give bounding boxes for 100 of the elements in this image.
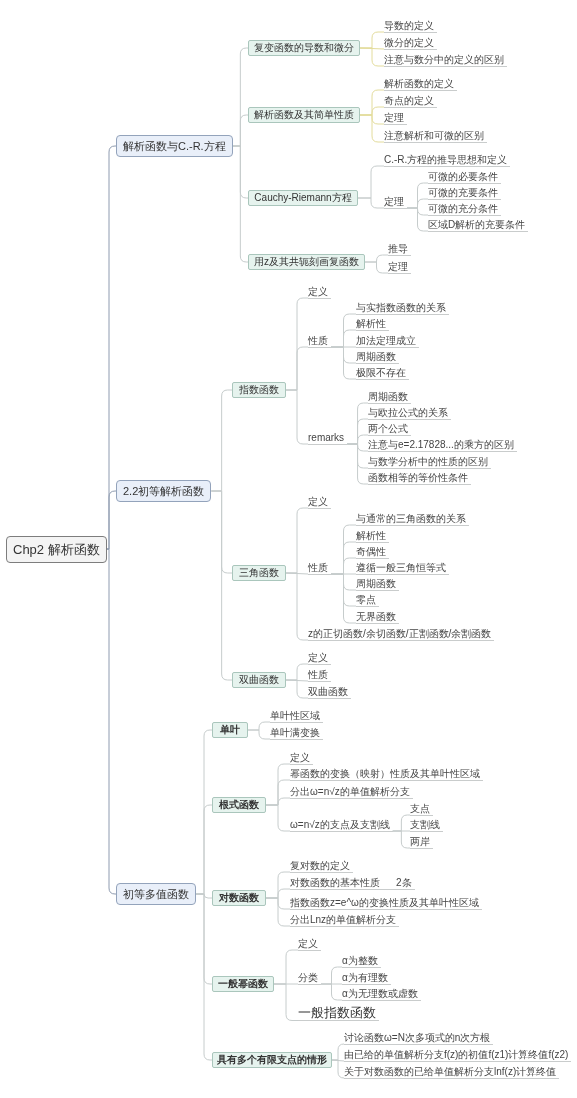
- underlined-topic: α为无理数或虚数: [342, 987, 421, 1001]
- branch-line: [392, 830, 411, 849]
- underlined-topic: 定理: [384, 111, 407, 125]
- underlined-topic: 极限不存在: [356, 366, 409, 380]
- subtopic-box: 双曲函数: [232, 672, 286, 688]
- underlined-topic: 与实指数函数的关系: [356, 301, 449, 315]
- underlined-topic: 支点: [410, 802, 433, 816]
- branch-line: [346, 443, 369, 485]
- subtopic-box: 复变函数的导数和微分: [248, 40, 360, 56]
- branch-line: [330, 346, 357, 380]
- underlined-topic: 函数相等的等价性条件: [368, 471, 471, 485]
- subtopic-box: 根式函数: [212, 797, 266, 813]
- underlined-topic: remarks: [308, 431, 348, 445]
- underlined-topic: C.-R.方程的推导思想和定义: [384, 153, 511, 167]
- underlined-topic: 周期函数: [356, 577, 399, 591]
- underlined-topic: 定义: [308, 285, 331, 299]
- underlined-topic: 注意与数分中的定义的区别: [384, 53, 507, 67]
- underlined-topic: 单叶性区域: [270, 709, 323, 723]
- underlined-topic: 与数学分析中的性质的区别: [368, 455, 491, 469]
- underlined-topic: 定理: [384, 195, 407, 209]
- underlined-topic: 与欧拉公式的关系: [368, 406, 451, 420]
- branch-line: [364, 261, 389, 274]
- branch-line: [285, 572, 309, 641]
- underlined-topic: 解析函数的定义: [384, 77, 457, 91]
- branch-line: [406, 207, 429, 232]
- underlined-topic: 无界函数: [356, 610, 399, 624]
- underlined-topic: 复对数的定义: [290, 859, 353, 873]
- underlined-topic: 定义: [298, 937, 321, 951]
- subtopic-box: 具有多个有限支点的情形: [212, 1052, 332, 1068]
- branch-line: [247, 729, 271, 740]
- underlined-topic: 性质: [308, 334, 331, 348]
- underlined-topic: 性质: [308, 668, 331, 682]
- underlined-topic: 加法定理成立: [356, 334, 419, 348]
- underlined-topic: 解析性: [356, 317, 389, 331]
- underlined-topic: 可微的必要条件: [428, 170, 501, 184]
- branch-line: [359, 47, 385, 67]
- underlined-topic: 幂函数的变换（映射）性质及其单叶性区域: [290, 767, 483, 781]
- underlined-topic: 由已给的单值解析分支f(z)的初值f(z1)计算终值f(z2): [344, 1048, 572, 1062]
- underlined-topic: 注意解析和可微的区别: [384, 129, 487, 143]
- underlined-topic: 双曲函数: [308, 685, 351, 699]
- branch-line: [273, 983, 299, 1021]
- branch-line: [232, 145, 249, 263]
- underlined-topic: 解析性: [356, 529, 389, 543]
- underlined-topic: 指数函数z=e^ω的变换性质及其单叶性区域: [290, 896, 482, 910]
- underlined-topic: 定义: [308, 495, 331, 509]
- underlined-topic: 遵循一般三角恒等式: [356, 561, 449, 575]
- underlined-topic: 分出ω=n√z的单值解析分支: [290, 785, 413, 799]
- underlined-topic: 关于对数函数的已给单值解析分支lnf(z)计算终值: [344, 1065, 560, 1079]
- underlined-topic: 一般指数函数: [298, 1005, 379, 1021]
- branch-line: [285, 679, 309, 699]
- subtopic-box: 指数函数: [232, 382, 286, 398]
- underlined-topic: 两个公式: [368, 422, 411, 436]
- underlined-topic: 周期函数: [356, 350, 399, 364]
- branch-line: [285, 389, 309, 445]
- underlined-topic: 单叶满变换: [270, 726, 323, 740]
- underlined-topic: 奇点的定义: [384, 94, 437, 108]
- underlined-topic: 分出Lnz的单值解析分支: [290, 913, 400, 927]
- underlined-topic: 推导: [388, 242, 411, 256]
- topic-note: 2条: [396, 876, 415, 890]
- underlined-topic: 导数的定义: [384, 19, 437, 33]
- topic-box: 解析函数与C.-R.方程: [116, 135, 233, 157]
- underlined-topic: 注意与e=2.17828...的乘方的区别: [368, 438, 517, 452]
- subtopic-box: 用z及其共轭刻画复函数: [248, 254, 365, 270]
- underlined-topic: 定义: [290, 751, 313, 765]
- branch-line: [359, 114, 385, 143]
- subtopic-box: 一般幂函数: [212, 976, 274, 992]
- branch-line: [331, 1059, 345, 1079]
- underlined-topic: 讨论函数ω=N次多项式的n次方根: [344, 1031, 494, 1045]
- branch-line: [265, 897, 291, 927]
- subtopic-box: 三角函数: [232, 565, 286, 581]
- underlined-topic: 支割线: [410, 818, 443, 832]
- underlined-topic: 微分的定义: [384, 36, 437, 50]
- underlined-topic: 分类: [298, 971, 321, 985]
- branch-line: [330, 573, 357, 624]
- topic-box: 2.2初等解析函数: [116, 480, 212, 502]
- underlined-topic: α为整数: [342, 954, 381, 968]
- underlined-topic: 与通常的三角函数的关系: [356, 512, 469, 526]
- underlined-topic: ω=n√z的支点及支割线: [290, 818, 393, 832]
- subtopic-box: 单叶: [212, 722, 248, 738]
- underlined-topic: 定理: [388, 260, 411, 274]
- underlined-topic: 区域D解析的充要条件: [428, 218, 529, 232]
- underlined-topic: α为有理数: [342, 971, 391, 985]
- subtopic-box: Cauchy-Riemann方程: [248, 190, 358, 206]
- underlined-topic: 周期函数: [368, 390, 411, 404]
- underlined-topic: 可微的充分条件: [428, 202, 501, 216]
- underlined-topic: 奇偶性: [356, 545, 389, 559]
- underlined-topic: 性质: [308, 561, 331, 575]
- underlined-topic: 两岸: [410, 835, 433, 849]
- underlined-topic: 零点: [356, 593, 379, 607]
- subtopic-box: 对数函数: [212, 890, 266, 906]
- subtopic-box: 解析函数及其简单性质: [248, 107, 360, 123]
- topic-box: 初等多值函数: [116, 883, 196, 905]
- underlined-topic: 可微的充要条件: [428, 186, 501, 200]
- underlined-topic: z的正切函数/余切函数/正割函数/余割函数: [308, 627, 495, 641]
- branch-line: [357, 197, 385, 209]
- underlined-topic: 定义: [308, 651, 331, 665]
- branch-line: [210, 490, 233, 681]
- branch-line: [320, 983, 343, 1001]
- branch-line: [106, 490, 117, 550]
- underlined-topic: 对数函数的基本性质: [290, 876, 396, 890]
